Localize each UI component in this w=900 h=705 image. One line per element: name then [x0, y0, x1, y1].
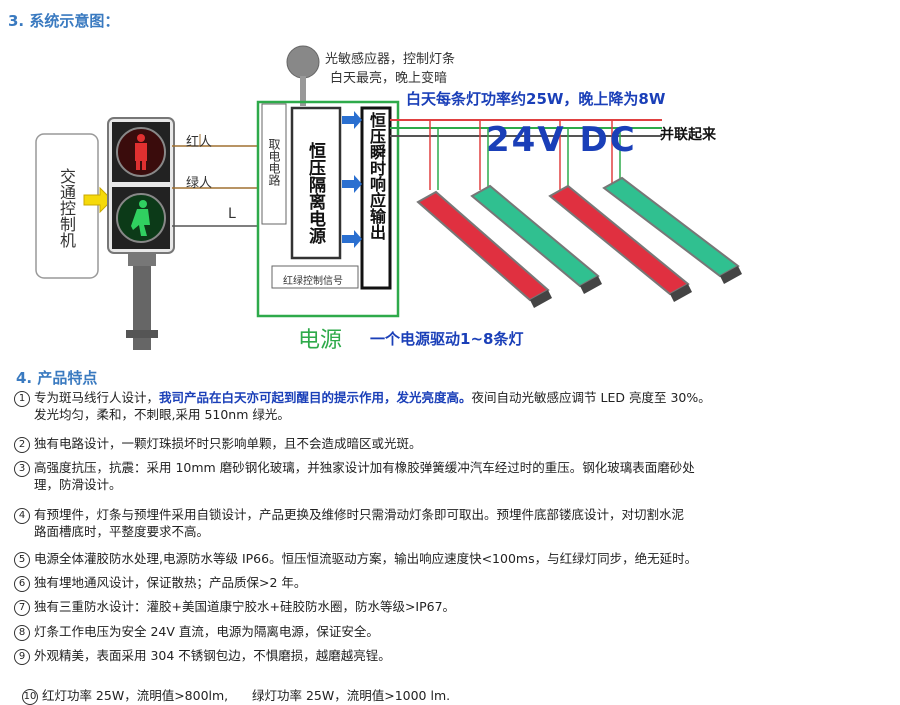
- sensor-label-1: 光敏感应器，控制灯条: [325, 52, 456, 67]
- signal-pole: [133, 262, 151, 350]
- red-man-wire-label: 红人: [186, 135, 213, 150]
- isolation-power-box: [290, 106, 342, 260]
- dc-voltage-label: 24V DC: [486, 120, 637, 160]
- sensor-label-2: 白天最亮，晚上变暗: [330, 71, 448, 86]
- l-wire-label: L: [228, 206, 236, 222]
- green-man-wire-label: 绿人: [186, 176, 213, 191]
- system-diagram: [35, 45, 742, 350]
- section-4-title: 4. 产品特点: [16, 369, 98, 387]
- pickup-circuit-label: 取电电路: [267, 138, 281, 186]
- power-supply-box: [256, 100, 400, 318]
- instant-output-label: 恒压瞬时响应输出: [367, 112, 386, 240]
- pickup-circuit-box: [261, 103, 287, 225]
- parallel-label: 并联起来: [660, 127, 716, 143]
- traffic-controller-box: [35, 133, 99, 279]
- isolation-power-label: 恒压隔离电源: [305, 142, 325, 244]
- led-bar-red-1: [416, 190, 552, 308]
- signal-box: [271, 265, 359, 289]
- yellow-arrow-icon: [83, 186, 113, 214]
- instant-output-box: [360, 106, 392, 290]
- traffic-controller-label: 交通控制机: [57, 168, 76, 248]
- led-bar-green-1: [470, 184, 602, 294]
- section-3-title: 3. 系统示意图：: [8, 12, 120, 30]
- light-sensor-icon: [286, 45, 320, 79]
- power-description: 一个电源驱动1~8条灯: [370, 330, 524, 348]
- power-title: 电源: [298, 328, 343, 353]
- signal-label: 红绿控制信号: [283, 276, 343, 287]
- power-consumption-note: 白天每条灯功率约25W，晚上降为8W: [406, 90, 666, 108]
- led-bar-red-2: [548, 184, 692, 302]
- led-bar-green-2: [602, 176, 742, 284]
